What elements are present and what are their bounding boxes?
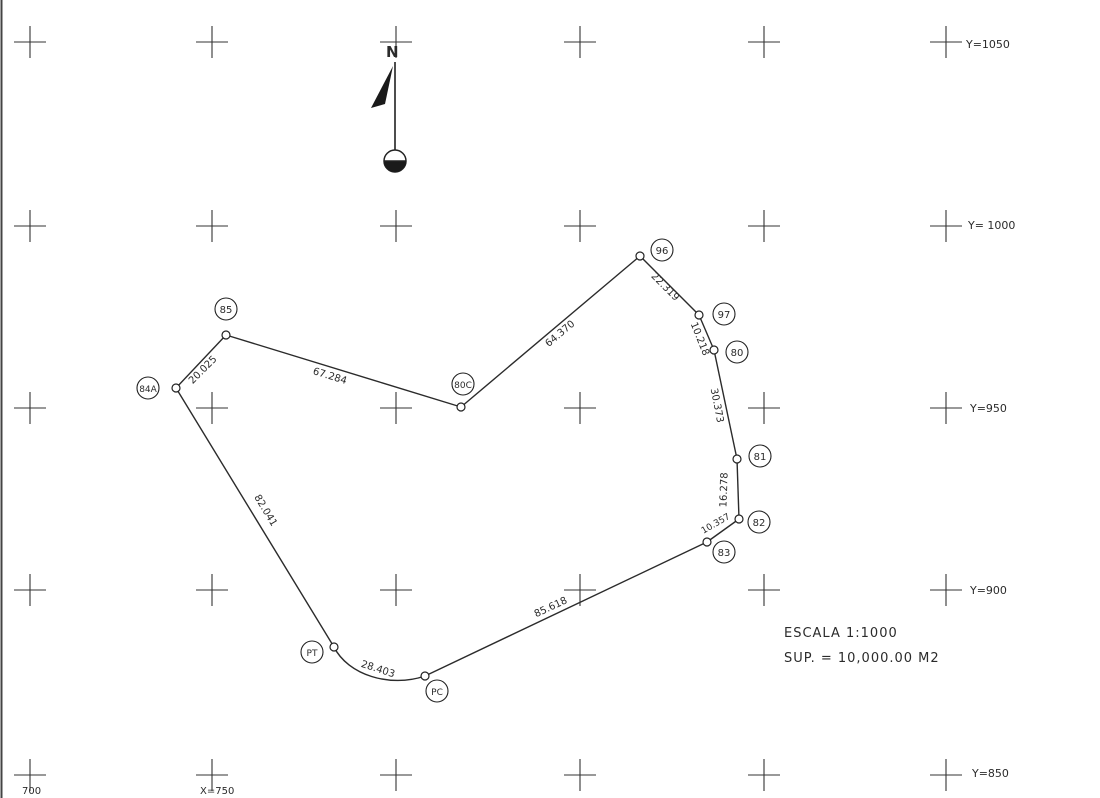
vertex-label: PT xyxy=(307,649,318,659)
grid-cross xyxy=(748,210,780,242)
vertex-label: 80C xyxy=(454,381,472,391)
grid-cross xyxy=(748,574,780,606)
vertex-marker xyxy=(732,454,742,464)
grid-cross xyxy=(930,26,962,58)
segment-97-80 xyxy=(698,314,715,351)
grid-cross xyxy=(14,210,46,242)
vertex-label: 84A xyxy=(139,385,157,395)
grid-cross xyxy=(14,392,46,424)
grid-label-x750: X=750 xyxy=(200,786,234,797)
grid-cross xyxy=(196,574,228,606)
vertex-marker xyxy=(456,402,466,412)
vertex-label: 96 xyxy=(656,246,669,257)
grid-cross xyxy=(748,759,780,791)
grid-label-x700: 700 xyxy=(22,786,41,797)
segment-label: 22.319 xyxy=(649,271,682,304)
grid-cross xyxy=(380,392,412,424)
grid-label-y1050: Y=1050 xyxy=(965,38,1010,51)
vertex-marker xyxy=(221,330,231,340)
grid-cross xyxy=(14,759,46,791)
grid-label-y850: Y=850 xyxy=(971,767,1009,780)
grid-cross xyxy=(564,574,596,606)
segment-label: 67.284 xyxy=(311,366,348,387)
segment-label: 10.357 xyxy=(700,512,732,536)
grid-cross xyxy=(564,759,596,791)
grid-cross xyxy=(196,210,228,242)
vertex-label: 83 xyxy=(718,548,731,559)
vertex-label-ring xyxy=(650,238,674,262)
grid-cross xyxy=(564,210,596,242)
vertex-label: 85 xyxy=(220,305,233,316)
grid-cross xyxy=(380,574,412,606)
grid-cross xyxy=(380,210,412,242)
area-note: SUP. = 10,000.00 M2 xyxy=(784,651,940,666)
grid-cross xyxy=(14,574,46,606)
grid-label-y950: Y=950 xyxy=(969,402,1007,415)
segment-pt-84a xyxy=(175,387,335,648)
vertex-label-ring xyxy=(300,640,324,664)
vertex-marker xyxy=(329,642,339,652)
segment-label: 10.218 xyxy=(688,321,711,358)
grid-cross xyxy=(930,210,962,242)
vertex-marker xyxy=(171,383,181,393)
north-arrow-base-half xyxy=(384,161,406,172)
grid-cross xyxy=(380,26,412,58)
grid-cross xyxy=(748,26,780,58)
vertex-marker xyxy=(694,310,704,320)
segment-96-97 xyxy=(639,255,700,316)
vertex-label-ring xyxy=(712,540,736,564)
segment-80-81 xyxy=(713,349,738,460)
vertex-marker xyxy=(635,251,645,261)
grid-cross xyxy=(196,392,228,424)
grid-cross xyxy=(930,392,962,424)
boundary xyxy=(175,255,740,682)
grid-cross xyxy=(564,26,596,58)
segment-labels: 20.025 67.284 64.370 22.319 10.218 30.37… xyxy=(187,271,732,680)
segment-label: 82.041 xyxy=(251,493,278,529)
vertex-label: PC xyxy=(431,688,443,698)
north-label: N xyxy=(386,43,399,61)
grid-cross xyxy=(564,392,596,424)
vertex-label: 80 xyxy=(731,348,744,359)
north-arrow: N xyxy=(371,43,407,173)
segment-84a-85 xyxy=(175,334,227,389)
vertex-label-ring xyxy=(214,297,238,321)
arc-pc-pt xyxy=(333,646,426,682)
scale-note: ESCALA 1:1000 xyxy=(784,626,898,641)
vertex-marker xyxy=(734,514,744,524)
grid-cross xyxy=(930,574,962,606)
segment-85-80c xyxy=(225,334,462,408)
segment-83-pc xyxy=(424,541,708,677)
vertex-label: 81 xyxy=(754,452,767,463)
vertex-marker xyxy=(702,537,712,547)
vertex-label-ring xyxy=(748,444,772,468)
north-arrow-head xyxy=(371,66,393,108)
segment-label: 16.278 xyxy=(718,472,730,507)
vertex-label-ring xyxy=(712,302,736,326)
vertex-label-ring xyxy=(451,372,475,396)
grid-crosses xyxy=(14,26,962,791)
grid-cross xyxy=(380,759,412,791)
vertex-marker xyxy=(709,345,719,355)
vertex-label: 82 xyxy=(753,518,766,529)
segment-82-83 xyxy=(706,518,740,543)
grid-cross xyxy=(748,392,780,424)
grid-label-y900: Y=900 xyxy=(969,584,1007,597)
grid-cross xyxy=(14,26,46,58)
vertices: 85 84A 80C 96 97 80 81 82 83 xyxy=(136,238,772,703)
vertex-label-ring xyxy=(425,679,449,703)
vertex-marker xyxy=(420,671,430,681)
grid-cross xyxy=(196,26,228,58)
vertex-label-ring xyxy=(747,510,771,534)
grid-cross xyxy=(930,759,962,791)
grid-cross xyxy=(196,759,228,791)
segment-81-82 xyxy=(736,458,740,520)
segment-80c-96 xyxy=(460,255,641,408)
vertex-label-ring xyxy=(725,340,749,364)
vertex-label: 97 xyxy=(718,310,731,321)
grid-label-y1000: Y= 1000 xyxy=(967,219,1015,232)
segment-label: 28.403 xyxy=(359,659,396,680)
vertex-label-ring xyxy=(136,376,160,400)
